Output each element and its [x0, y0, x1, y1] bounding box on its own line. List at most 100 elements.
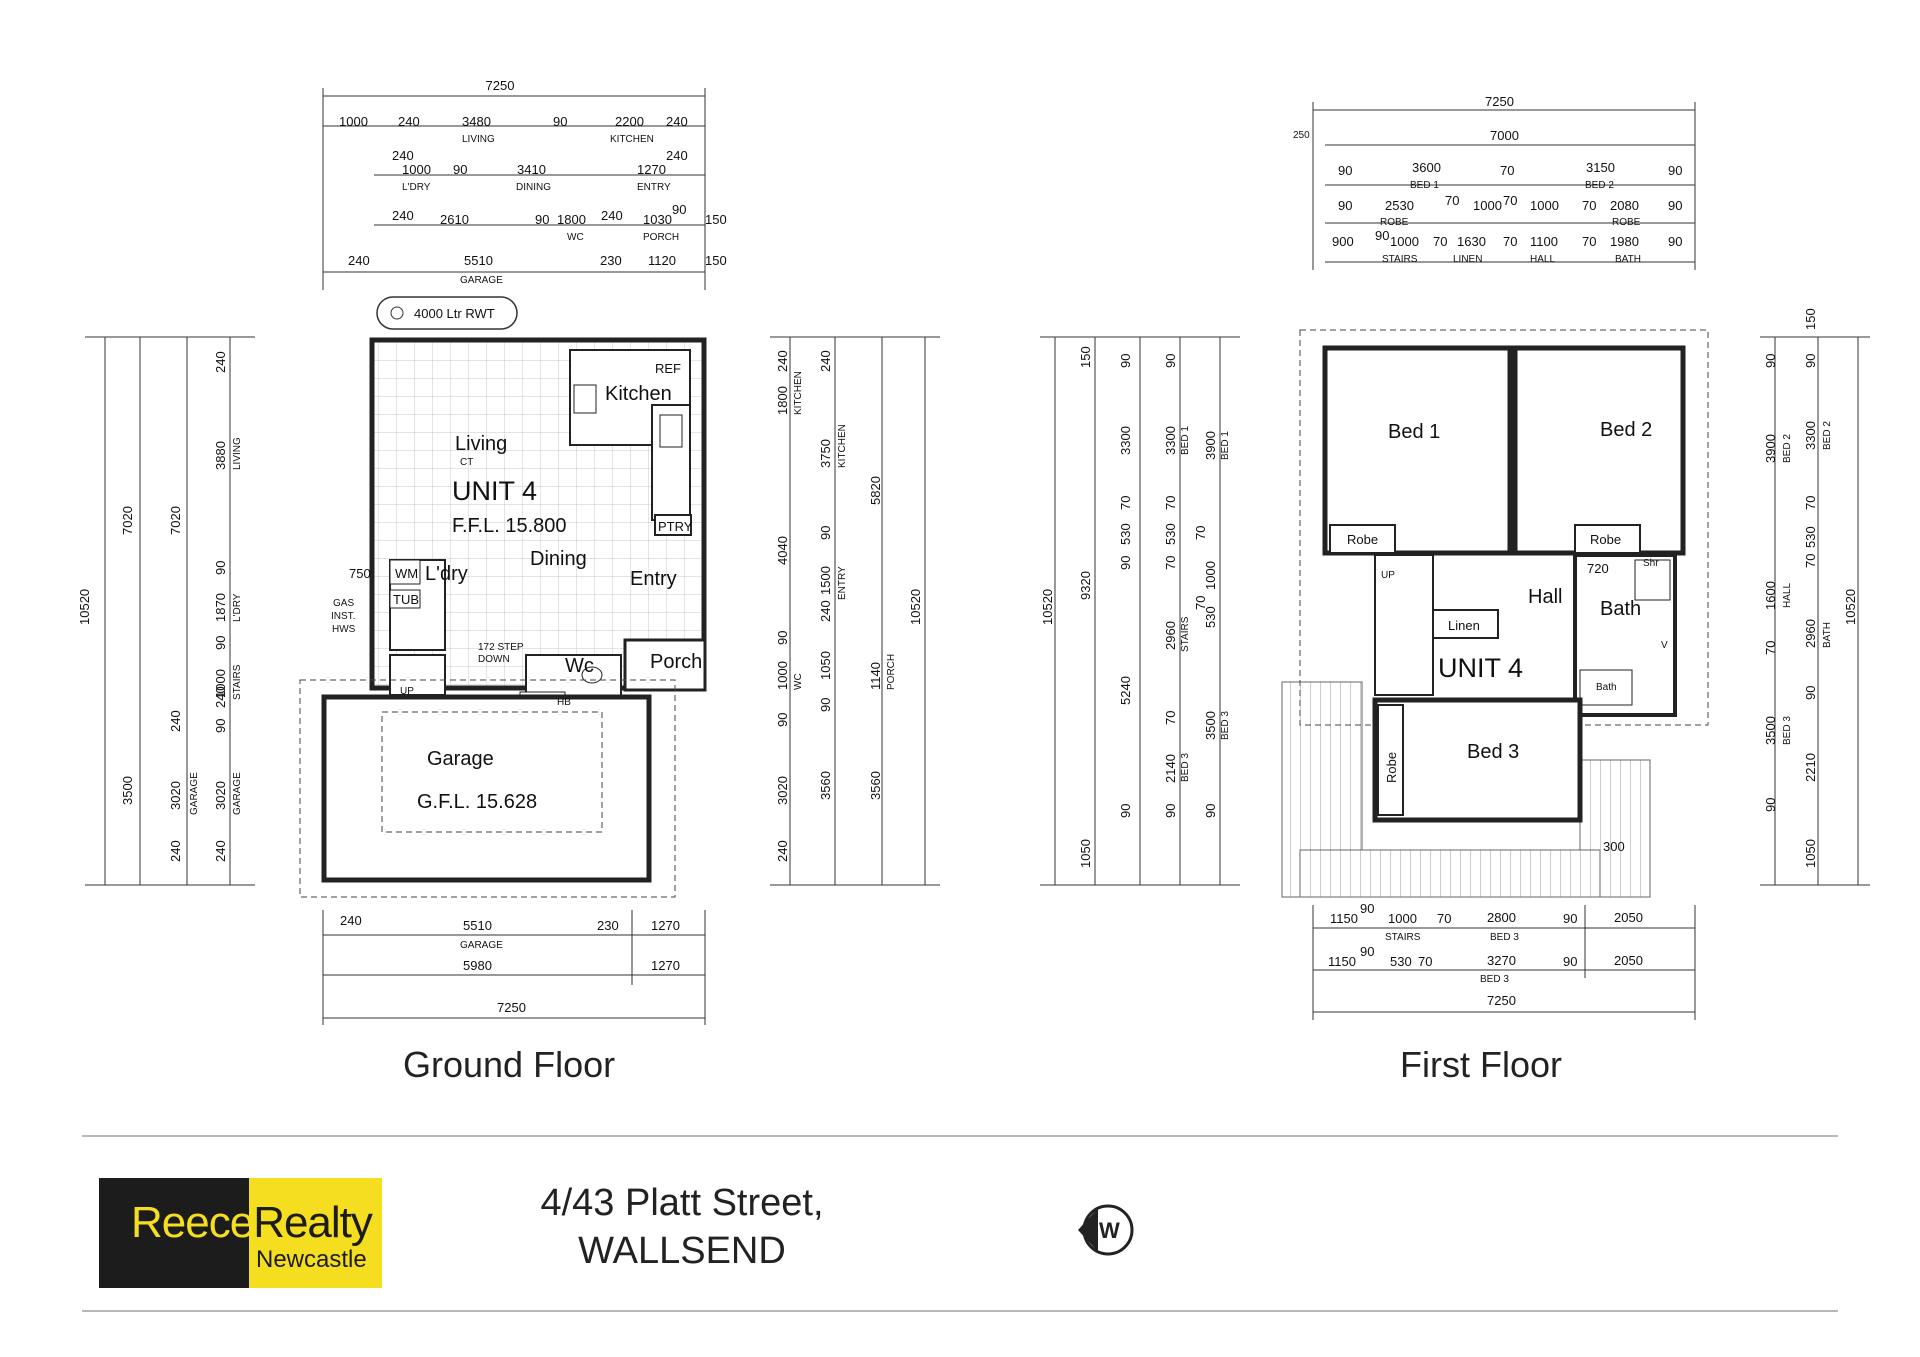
compass-letter: W [1099, 1218, 1120, 1243]
ground-top-dim: 1000 [402, 162, 431, 177]
first-top-dim: 1980 [1610, 234, 1639, 249]
linen-label: Linen [1448, 618, 1480, 633]
garage-room [321, 694, 652, 883]
ground-top-dim: 90 [535, 212, 549, 227]
ground-right-dim: 4040 [775, 536, 790, 565]
first-up-label: UP [1381, 570, 1395, 581]
first-top-dim: 1100 [1530, 234, 1558, 249]
first-top-dim: 1000 [1390, 234, 1419, 249]
first-right-label: HALL [1782, 583, 1793, 608]
ground-left-dim: 3020 [168, 781, 183, 810]
first-top-dim: 1000 [1530, 198, 1559, 213]
ground-top-dimensions [322, 88, 706, 290]
ground-right-dimensions [770, 336, 940, 886]
robe3 [1377, 704, 1404, 816]
first-bottom-dim: 70 [1437, 911, 1451, 926]
ground-left-label: STAIRS [232, 664, 243, 700]
first-top-dim: 1000 [1473, 198, 1502, 213]
ground-right-dim: 90 [818, 526, 833, 540]
first-left-dim: 70 [1163, 556, 1178, 570]
ground-left-dim: 1870 [213, 593, 228, 622]
first-bottom-dimensions [1312, 905, 1696, 1020]
ground-top-dim: 240 [666, 114, 688, 129]
first-top-label: ROBE [1380, 217, 1409, 228]
ground-right-dim: 3560 [868, 771, 883, 800]
ground-top-overall: 7250 [486, 78, 515, 93]
first-left-dim: 3900 [1203, 431, 1218, 460]
ground-right-dim: 1140 [868, 662, 883, 690]
ground-left-dim: 90 [213, 719, 228, 733]
first-bottom-label: STAIRS [1385, 932, 1421, 943]
first-right-dim: 530 [1803, 526, 1818, 548]
ground-floor-caption: Ground Floor [403, 1044, 616, 1085]
first-right-dim: 3900 [1763, 434, 1778, 463]
first-bottom-dim: 90 [1563, 954, 1577, 969]
first-left-dim: 70 [1163, 496, 1178, 510]
first-top-dim: 70 [1582, 198, 1596, 213]
room-porch: Porch [650, 651, 702, 673]
ground-floor-plan: 7250 1000 240 3480 90 2200 240 240 1000 … [77, 78, 940, 1025]
ground-top-dim: 240 [392, 148, 414, 163]
first-right-label: BATH [1822, 622, 1833, 648]
first-top-dim: 2530 [1385, 198, 1414, 213]
first-right-dim: 10520 [1843, 589, 1858, 625]
first-right-dim: 90 [1803, 686, 1818, 700]
ground-top-dim: 150 [705, 212, 727, 227]
ground-top-dim: 1270 [637, 162, 666, 177]
ground-left-dim: 240 [168, 840, 183, 862]
ground-left-dim: 3880 [213, 441, 228, 470]
first-left-dim: 1050 [1078, 839, 1093, 868]
first-top-dim: 70 [1503, 234, 1517, 249]
ground-right-label: PORCH [886, 654, 897, 690]
first-left-dim: 90 [1163, 804, 1178, 818]
tank-label: 4000 Ltr RWT [414, 306, 495, 321]
first-bottom-dim: 70 [1418, 954, 1432, 969]
first-bottom-dim: 2800 [1487, 910, 1516, 925]
first-left-dimensions [1040, 336, 1240, 886]
first-right-label: BED 3 [1782, 716, 1793, 745]
ground-right-label: KITCHEN [837, 424, 848, 468]
ground-top-dim: 5510 [464, 253, 493, 268]
ptry-label: PTRY [658, 519, 693, 534]
first-left-dim: 70 [1193, 526, 1208, 540]
first-bottom-dim: 1150 [1330, 911, 1358, 926]
first-left-dim: 70 [1193, 596, 1208, 610]
ground-top-label: KITCHEN [610, 134, 654, 145]
ground-right-dim: 3020 [775, 776, 790, 805]
first-left-dim: 5240 [1118, 676, 1133, 705]
room-bed1: Bed 1 [1388, 421, 1440, 443]
first-top-label: BED 2 [1585, 180, 1614, 191]
first-top-overall: 7250 [1485, 94, 1514, 109]
ground-bottom-dim: 5980 [463, 958, 492, 973]
first-right-dim: 3500 [1763, 716, 1778, 745]
first-right-label: BED 2 [1822, 421, 1833, 450]
first-bottom-dim: 3270 [1487, 953, 1516, 968]
first-left-label: BED 1 [1180, 426, 1191, 455]
ground-bottom-label: GARAGE [460, 940, 503, 951]
ct-label: CT [460, 457, 473, 468]
shower [1634, 559, 1671, 601]
first-left-dim: 2960 [1163, 621, 1178, 650]
sink-icon [659, 414, 683, 448]
ground-right-dim: 1000 [775, 661, 790, 690]
first-right-label: BED 2 [1782, 434, 1793, 463]
room-bed3: Bed 3 [1467, 741, 1519, 763]
first-top-dim: 2080 [1610, 198, 1639, 213]
first-top-dim: 70 [1433, 234, 1447, 249]
first-top-dimensions [1312, 102, 1696, 270]
compass-icon: W [1078, 1204, 1134, 1256]
d300-label: 300 [1603, 839, 1625, 854]
first-top-dim: 90 [1668, 163, 1682, 178]
ground-left-dim: 240 [213, 351, 228, 373]
address-line2: WALLSEND [578, 1229, 786, 1272]
up-label: UP [400, 686, 414, 697]
first-left-dim: 3300 [1118, 426, 1133, 455]
first-top-dim: 90 [1338, 163, 1352, 178]
first-floor-caption: First Floor [1400, 1044, 1562, 1085]
room-wc: Wc [565, 655, 594, 677]
wm-label: WM [395, 566, 418, 581]
pantry-box [654, 514, 692, 536]
ground-right-label: KITCHEN [793, 371, 804, 415]
logo-sub: Newcastle [256, 1246, 367, 1273]
first-left-dim: 70 [1163, 711, 1178, 725]
